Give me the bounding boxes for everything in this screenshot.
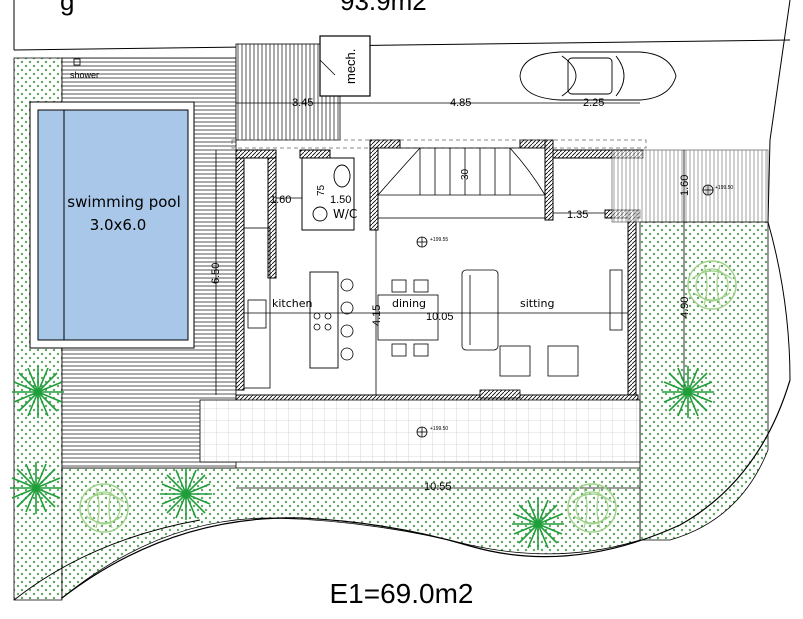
kitchen-label: kitchen [272,297,313,310]
dim-135: 1.35 [567,209,588,221]
side-steps [611,149,769,223]
wc-room [301,157,355,231]
floor-area-caption: E1=69.0m2 [329,578,474,609]
level-marker-3 [416,426,428,438]
palm-tree-icon [511,497,565,551]
shower-label: shower [70,70,99,80]
dim-490: 4.90 [679,297,691,318]
dim-415: 4.15 [371,305,383,326]
level-marker-2 [702,184,714,196]
terrace [199,399,641,463]
dim-160: 1.60 [270,194,291,206]
palm-tree-icon [11,365,65,419]
level-1-label: +199.55 [430,237,448,243]
dim-75: 75 [316,184,327,196]
house-walls [235,139,644,404]
dim-160-right: 1.60 [679,175,691,196]
dim-650: 6.50 [210,263,222,284]
site-boundary-top [13,39,791,51]
bar-stools [340,278,354,361]
basin-icon [312,206,328,222]
staircase [377,147,546,219]
top-caption-fragment: g [60,0,75,16]
pool-label: swimming pool [67,193,180,211]
wc-label: W/C [333,207,357,221]
kitchen-island [309,271,339,369]
mech-room [319,35,371,97]
toilet-icon [333,164,351,188]
palm-tree-icon [159,467,213,521]
dim-485: 4.85 [450,97,471,109]
dimension-lines [215,102,685,489]
dim-225: 2.25 [583,97,604,109]
cooktop-icon [313,312,332,331]
dim-150: 1.50 [330,194,351,206]
car-icon [519,51,677,101]
level-3-label: +199.50 [430,426,448,432]
garden-lawn-right [639,221,769,541]
dining-label: dining [392,297,426,310]
palm-tree-icon [661,365,715,419]
sitting-label: sitting [520,297,554,310]
stair-dimension: 30 [460,168,471,180]
level-2-label: +199.50 [715,185,733,191]
pool-size-label: 3.0x6.0 [90,216,147,234]
top-area-caption-fragment: 93.9m2 [340,0,427,16]
dining-table [377,279,439,357]
dim-1005: 10.05 [426,311,454,323]
palm-tree-icon [9,461,63,515]
level-marker-1 [416,236,428,248]
site-boundary-curve [61,379,791,599]
mech-label: mech. [343,49,358,84]
dim-345: 3.45 [292,97,313,109]
dim-1055: 10.55 [424,481,452,493]
swimming-pool-water [37,109,189,341]
garden-lawn-bottom [61,467,641,599]
sofa [461,269,623,377]
kitchen-counter [243,227,271,389]
